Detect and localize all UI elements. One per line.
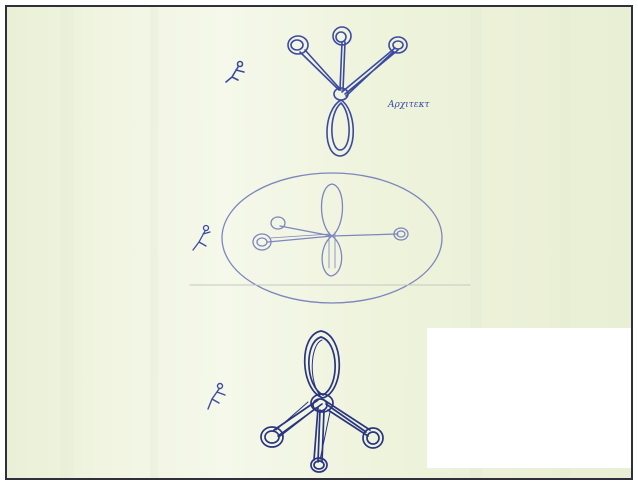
blank-patch [427,328,632,468]
annotation-text: Αρχιτεκτ [387,100,430,110]
